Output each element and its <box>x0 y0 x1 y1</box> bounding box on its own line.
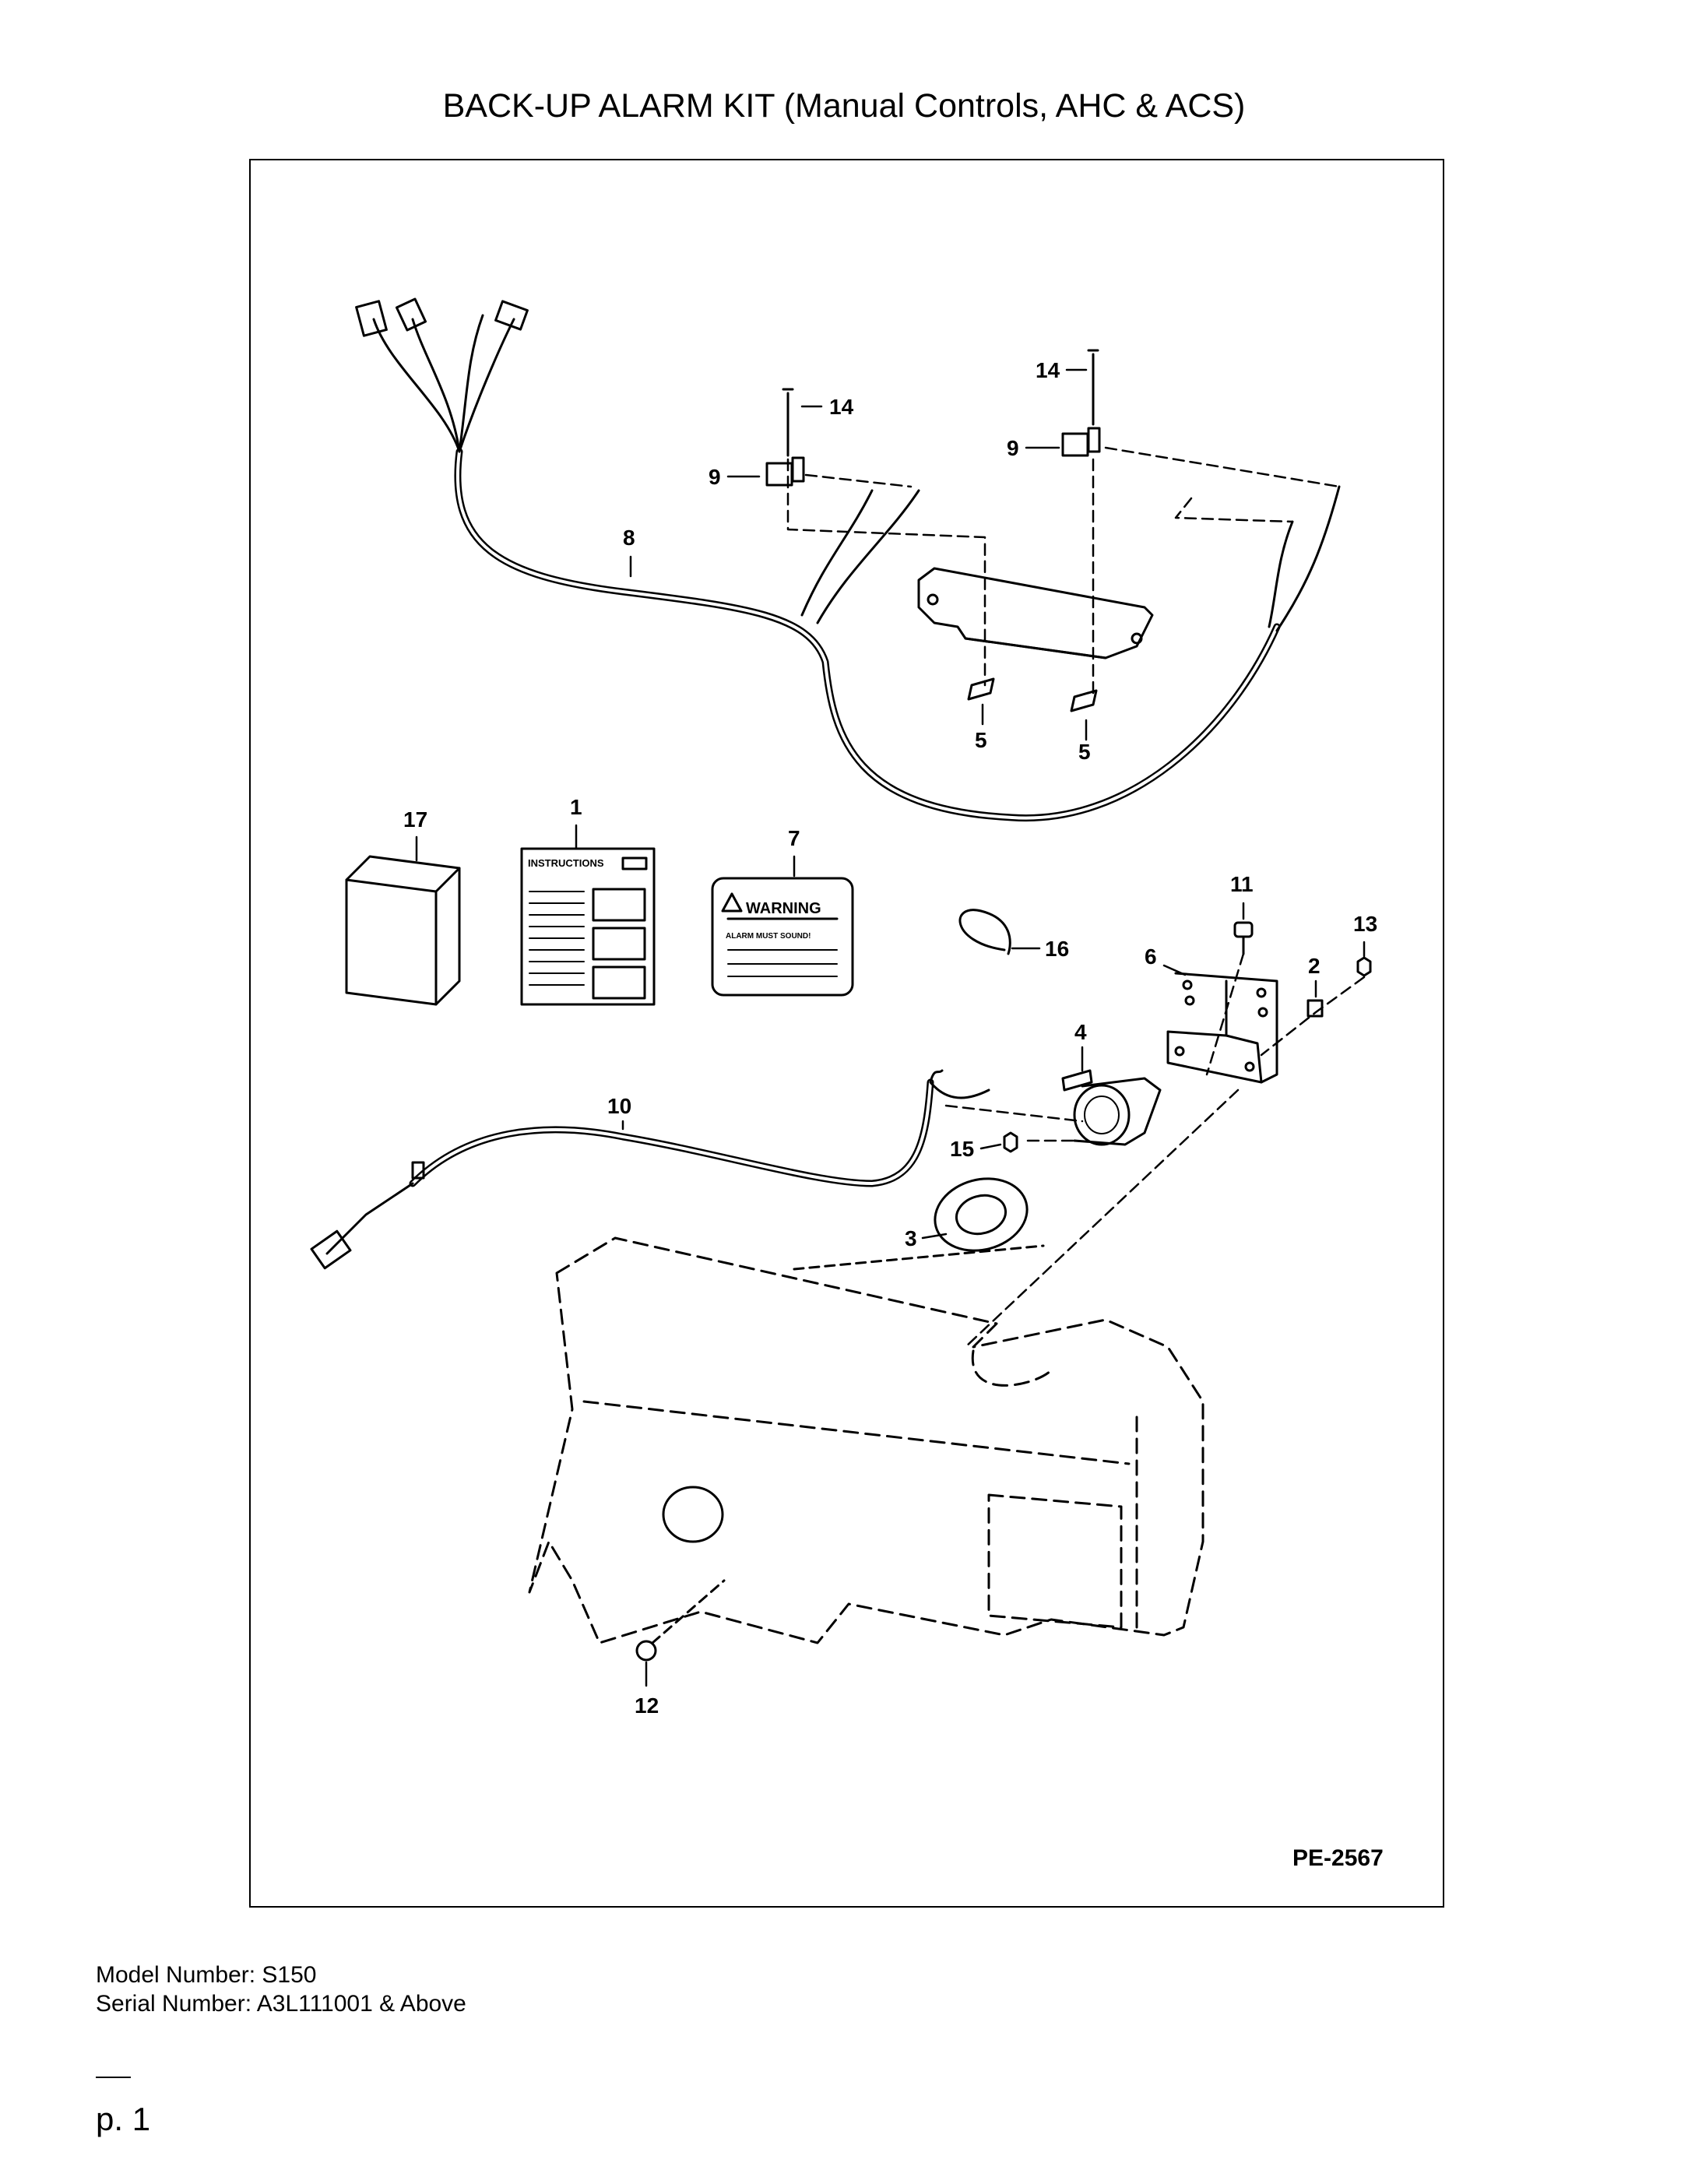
callout-16: 16 <box>1045 937 1069 961</box>
clip-5-right <box>1070 689 1098 712</box>
callout-7: 7 <box>788 826 800 850</box>
callout-3: 3 <box>905 1226 917 1250</box>
page-title: BACK-UP ALARM KIT (Manual Controls, AHC … <box>442 87 1246 125</box>
callout-1: 1 <box>570 795 582 819</box>
diagram-frame <box>249 159 1444 1908</box>
nut-13 <box>1356 956 1372 977</box>
callout-5-right: 5 <box>1078 740 1091 764</box>
serial-number: Serial Number: A3L111001 & Above <box>96 1991 466 2017</box>
callout-2: 2 <box>1308 954 1321 978</box>
callout-14-right: 14 <box>1036 358 1060 382</box>
callout-5-left: 5 <box>975 728 987 752</box>
instructions-sheet-1 <box>520 847 656 1006</box>
alarm-must-sound-label: ALARM MUST SOUND! <box>726 932 811 941</box>
page-divider <box>96 2077 131 2078</box>
machine-body <box>528 1236 1204 1644</box>
alarm-4 <box>1061 1069 1162 1146</box>
instructions-label: INSTRUCTIONS <box>528 857 604 869</box>
callout-6: 6 <box>1145 944 1157 969</box>
callout-8: 8 <box>623 526 635 550</box>
callout-13: 13 <box>1353 912 1377 936</box>
parts-box-17 <box>345 855 461 1006</box>
callout-4: 4 <box>1074 1020 1087 1044</box>
cable-tie-16 <box>958 909 1011 955</box>
switch-9-right <box>1061 432 1089 457</box>
nut-15 <box>1003 1131 1018 1153</box>
mounting-hole <box>662 1486 724 1543</box>
callout-15: 15 <box>950 1137 974 1161</box>
harness-8 <box>355 297 1341 822</box>
mounting-bracket <box>917 567 1154 659</box>
warning-triangle-icon <box>721 892 743 913</box>
warning-label: WARNING <box>746 900 821 917</box>
callout-9-right: 9 <box>1007 436 1019 460</box>
callout-9-left: 9 <box>709 465 721 489</box>
harness-10 <box>310 1069 990 1270</box>
bolt-11 <box>1233 921 1254 955</box>
bracket-6 <box>1166 972 1278 1084</box>
assembly-lines <box>786 446 1366 1349</box>
plug-12 <box>635 1579 726 1662</box>
clip-5-left <box>967 677 995 701</box>
model-number: Model Number: S150 <box>96 1962 317 1988</box>
callout-14-left: 14 <box>829 395 854 419</box>
callout-10: 10 <box>607 1094 631 1118</box>
callout-11: 11 <box>1230 872 1254 896</box>
reference-code: PE-2567 <box>1292 1845 1384 1871</box>
page-number: p. 1 <box>96 2101 151 2137</box>
callout-leaders <box>415 368 1366 1687</box>
callout-12: 12 <box>635 1693 659 1718</box>
callout-17: 17 <box>403 807 427 832</box>
warning-decal-7 <box>711 877 854 997</box>
grommet-3 <box>934 1177 1029 1252</box>
